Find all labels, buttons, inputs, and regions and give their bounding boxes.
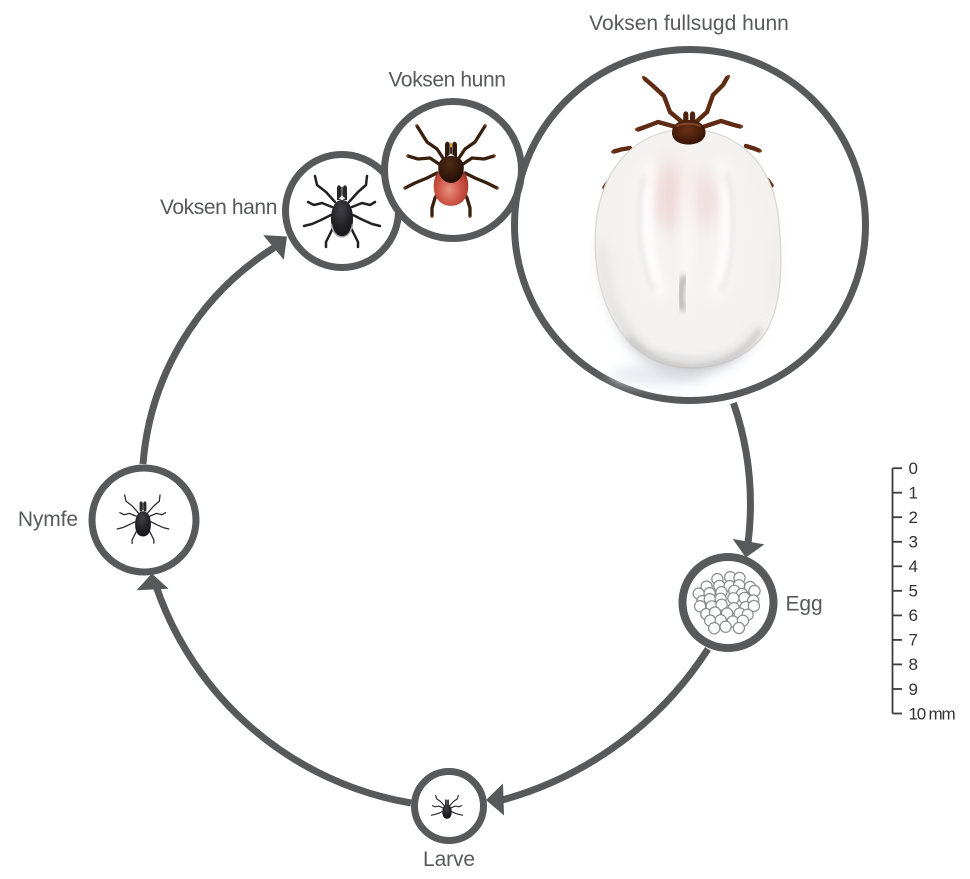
svg-text:4: 4 [909,557,918,576]
svg-text:7: 7 [909,631,918,650]
svg-text:1: 1 [909,484,918,503]
svg-text:9: 9 [909,680,918,699]
svg-text:Nymfe: Nymfe [18,508,78,531]
svg-text:Voksen hunn: Voksen hunn [388,69,505,92]
svg-text:0: 0 [909,459,918,478]
svg-text:10 mm: 10 mm [909,704,956,723]
svg-text:8: 8 [909,655,918,674]
svg-text:6: 6 [909,606,918,625]
svg-text:5: 5 [909,582,918,601]
svg-text:3: 3 [909,533,918,552]
svg-text:Voksen fullsugd hunn: Voksen fullsugd hunn [589,12,789,35]
svg-text:Egg: Egg [786,593,823,616]
svg-text:Larve: Larve [423,848,475,871]
svg-text:Voksen hann: Voksen hann [160,196,277,219]
svg-text:2: 2 [909,508,918,527]
